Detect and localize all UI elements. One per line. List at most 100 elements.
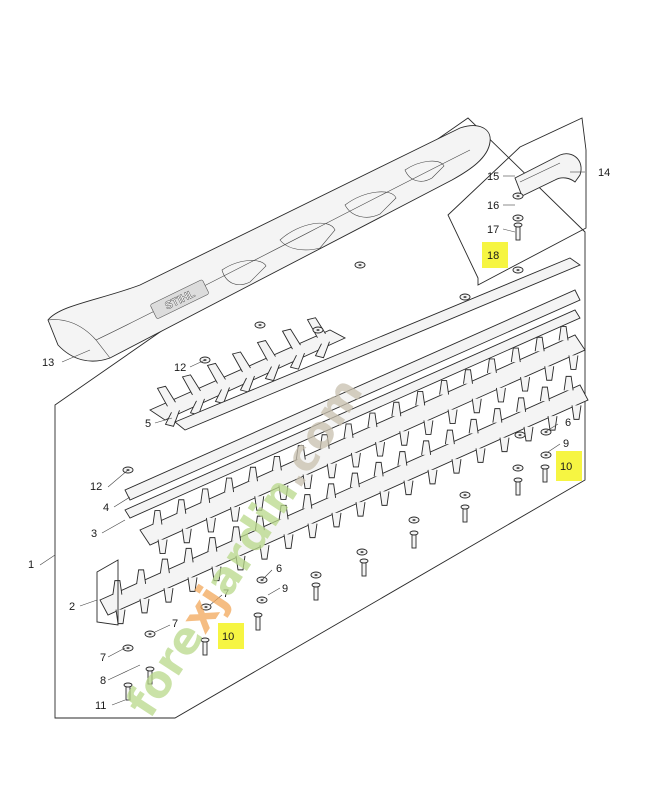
blade-tooth [367,412,378,428]
screw-head [253,612,263,618]
blade-tooth [278,504,289,520]
callout-10a: 10 [560,461,572,473]
blade-tooth [231,526,242,541]
washer-hole [126,647,130,649]
blade-tooth [571,405,582,420]
washer-hole [260,599,264,601]
blade-tooth [181,528,192,544]
blade-tooth [403,480,414,496]
screw [255,615,261,631]
drive-tooth [214,387,230,404]
washer-hole [358,264,362,266]
callout-2: 2 [69,601,75,613]
blade-tooth [563,375,574,391]
washers [122,192,552,652]
callout-14: 14 [598,167,610,179]
blade-tooth [230,507,241,522]
washer-hole [148,633,152,635]
washer-hole [314,574,318,576]
blade-tooth [331,512,342,528]
blade-tooth [463,369,473,384]
washer-hole [518,434,522,436]
callout-16: 16 [487,200,499,212]
blade-tooth [259,545,270,560]
callout-7c: 7 [100,652,106,664]
blade-tooth [373,461,384,477]
callout-7b: 7 [172,618,178,630]
washer-hole [463,494,467,496]
callout-10b: 10 [222,631,234,643]
callout-10-highlight-lower [218,623,244,649]
drive-tooth [181,374,201,396]
blade-tooth [278,485,289,500]
blade-tooth [115,609,126,625]
blade-tooth [271,455,282,471]
blade-tooth [534,336,545,352]
blade-tooth [211,566,222,582]
blade-tooth [152,510,163,525]
callout-5: 5 [145,418,151,430]
callout-6b: 6 [276,563,282,575]
blade-tooth [397,451,408,466]
blade-tooth [379,491,390,506]
blade-tooth [539,386,550,402]
callout-11: 11 [95,700,106,712]
drive-tooth [206,362,226,384]
blade-tooth [568,355,579,370]
blade-tooth [391,401,402,417]
blade-guard: STIHL [47,125,491,362]
washer-hole [544,431,548,433]
screw-head [460,504,470,510]
blade-tooth [248,466,258,482]
blade-tooth [423,420,434,435]
blade-tooth [254,515,265,531]
blade-tooth [421,440,432,455]
blade-tooth [355,502,366,517]
washer-hole [516,269,520,271]
screw-head [359,558,369,564]
callout-9a: 9 [563,438,569,450]
end-guard [514,153,582,197]
drive-tooth [239,375,255,393]
blade-tooth [495,387,506,403]
blade-tooth [486,358,497,373]
drive-tooth [256,340,276,361]
blade-tooth [159,558,170,574]
screw-head [200,637,210,643]
screw-head [513,222,523,228]
blade-tooth [475,448,486,463]
screw [462,507,468,523]
screws [123,222,550,701]
blade-tooth [349,472,360,488]
blade-tooth [547,416,558,431]
upper-blade [139,325,586,555]
washer-hole [360,551,364,553]
callout-1: 1 [28,559,34,571]
washer-hole [316,329,320,331]
blade-tooth [439,380,450,395]
blade-tooth [187,577,198,592]
blade-tooth [523,426,534,442]
blade-tooth [176,499,187,514]
blade-tooth [492,408,503,423]
lower-blade [99,375,589,625]
blade-tooth [558,325,569,341]
blade-tooth [468,418,479,434]
callout-17: 17 [487,224,499,236]
drive-tooth [164,410,180,427]
blade-tooth [350,452,361,468]
washer-hole [516,467,520,469]
drive-tooth [156,385,176,407]
blade-tooth [415,390,426,406]
blade-tooth [295,445,306,460]
top-strip [174,257,581,431]
callout-7a: 7 [223,588,229,600]
drive-tooth [264,364,280,382]
callout-18-highlight [482,242,508,268]
callout-12a: 12 [174,362,186,374]
blade-tooth [139,598,150,614]
blade-tooth [427,469,438,485]
blade-tooth [200,488,211,503]
callout-labels: 1 2 3 4 5 6 6 7 7 7 8 9 9 10 10 11 12 12… [28,167,610,712]
